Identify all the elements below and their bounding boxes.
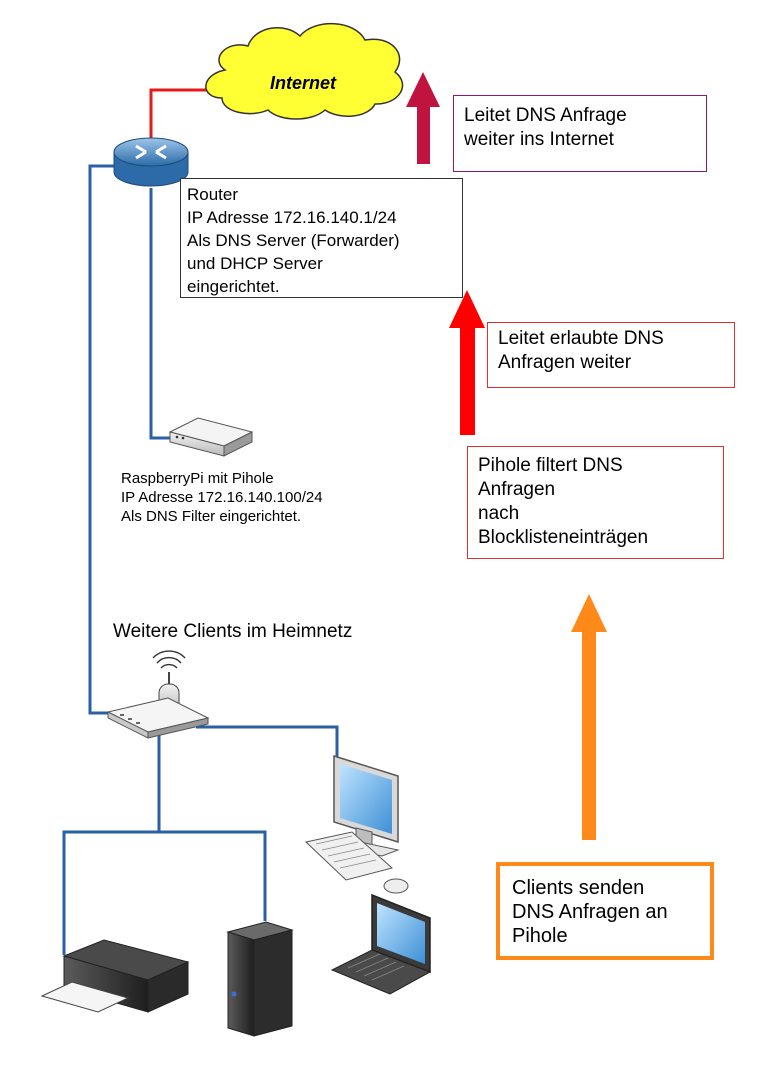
note-pihole-filter: Pihole filtert DNS Anfragen nach Blockli…	[467, 446, 724, 559]
cable-router-to-internet	[149, 88, 215, 146]
cable-router-to-switch	[88, 164, 114, 715]
desktop-computer-icon	[304, 754, 409, 894]
laptop-icon	[330, 893, 432, 995]
raspberry-pi-label: RaspberryPi mit Pihole IP Adresse 172.16…	[121, 470, 323, 525]
cable-switch-to-computer	[196, 725, 339, 758]
note-clients-send: Clients senden DNS Anfragen an Pihole	[496, 862, 714, 960]
printer-icon	[40, 939, 190, 1013]
raspberry-pi-icon	[168, 417, 254, 457]
router-info-box: Router IP Adresse 172.16.140.1/24 Als DN…	[180, 178, 463, 298]
cable-to-tower	[159, 830, 267, 921]
cable-to-printer	[62, 830, 159, 955]
internet-label: Internet	[270, 73, 337, 93]
arrow-allowed-requests	[449, 290, 485, 435]
arrow-clients-to-pihole	[571, 594, 607, 840]
internet-cloud	[205, 23, 404, 120]
wifi-switch-icon	[106, 650, 210, 739]
note-allowed-requests: Leitet erlaubte DNS Anfragen weiter	[487, 322, 735, 388]
clients-label: Weitere Clients im Heimnetz	[113, 621, 353, 642]
arrow-forward-to-internet	[406, 72, 440, 164]
router-icon	[113, 137, 189, 187]
note-forward-to-internet: Leitet DNS Anfrage weiter ins Internet	[453, 95, 707, 172]
tower-server-icon	[226, 921, 294, 1037]
network-cables	[62, 164, 339, 955]
cable-router-to-pi	[149, 188, 172, 440]
